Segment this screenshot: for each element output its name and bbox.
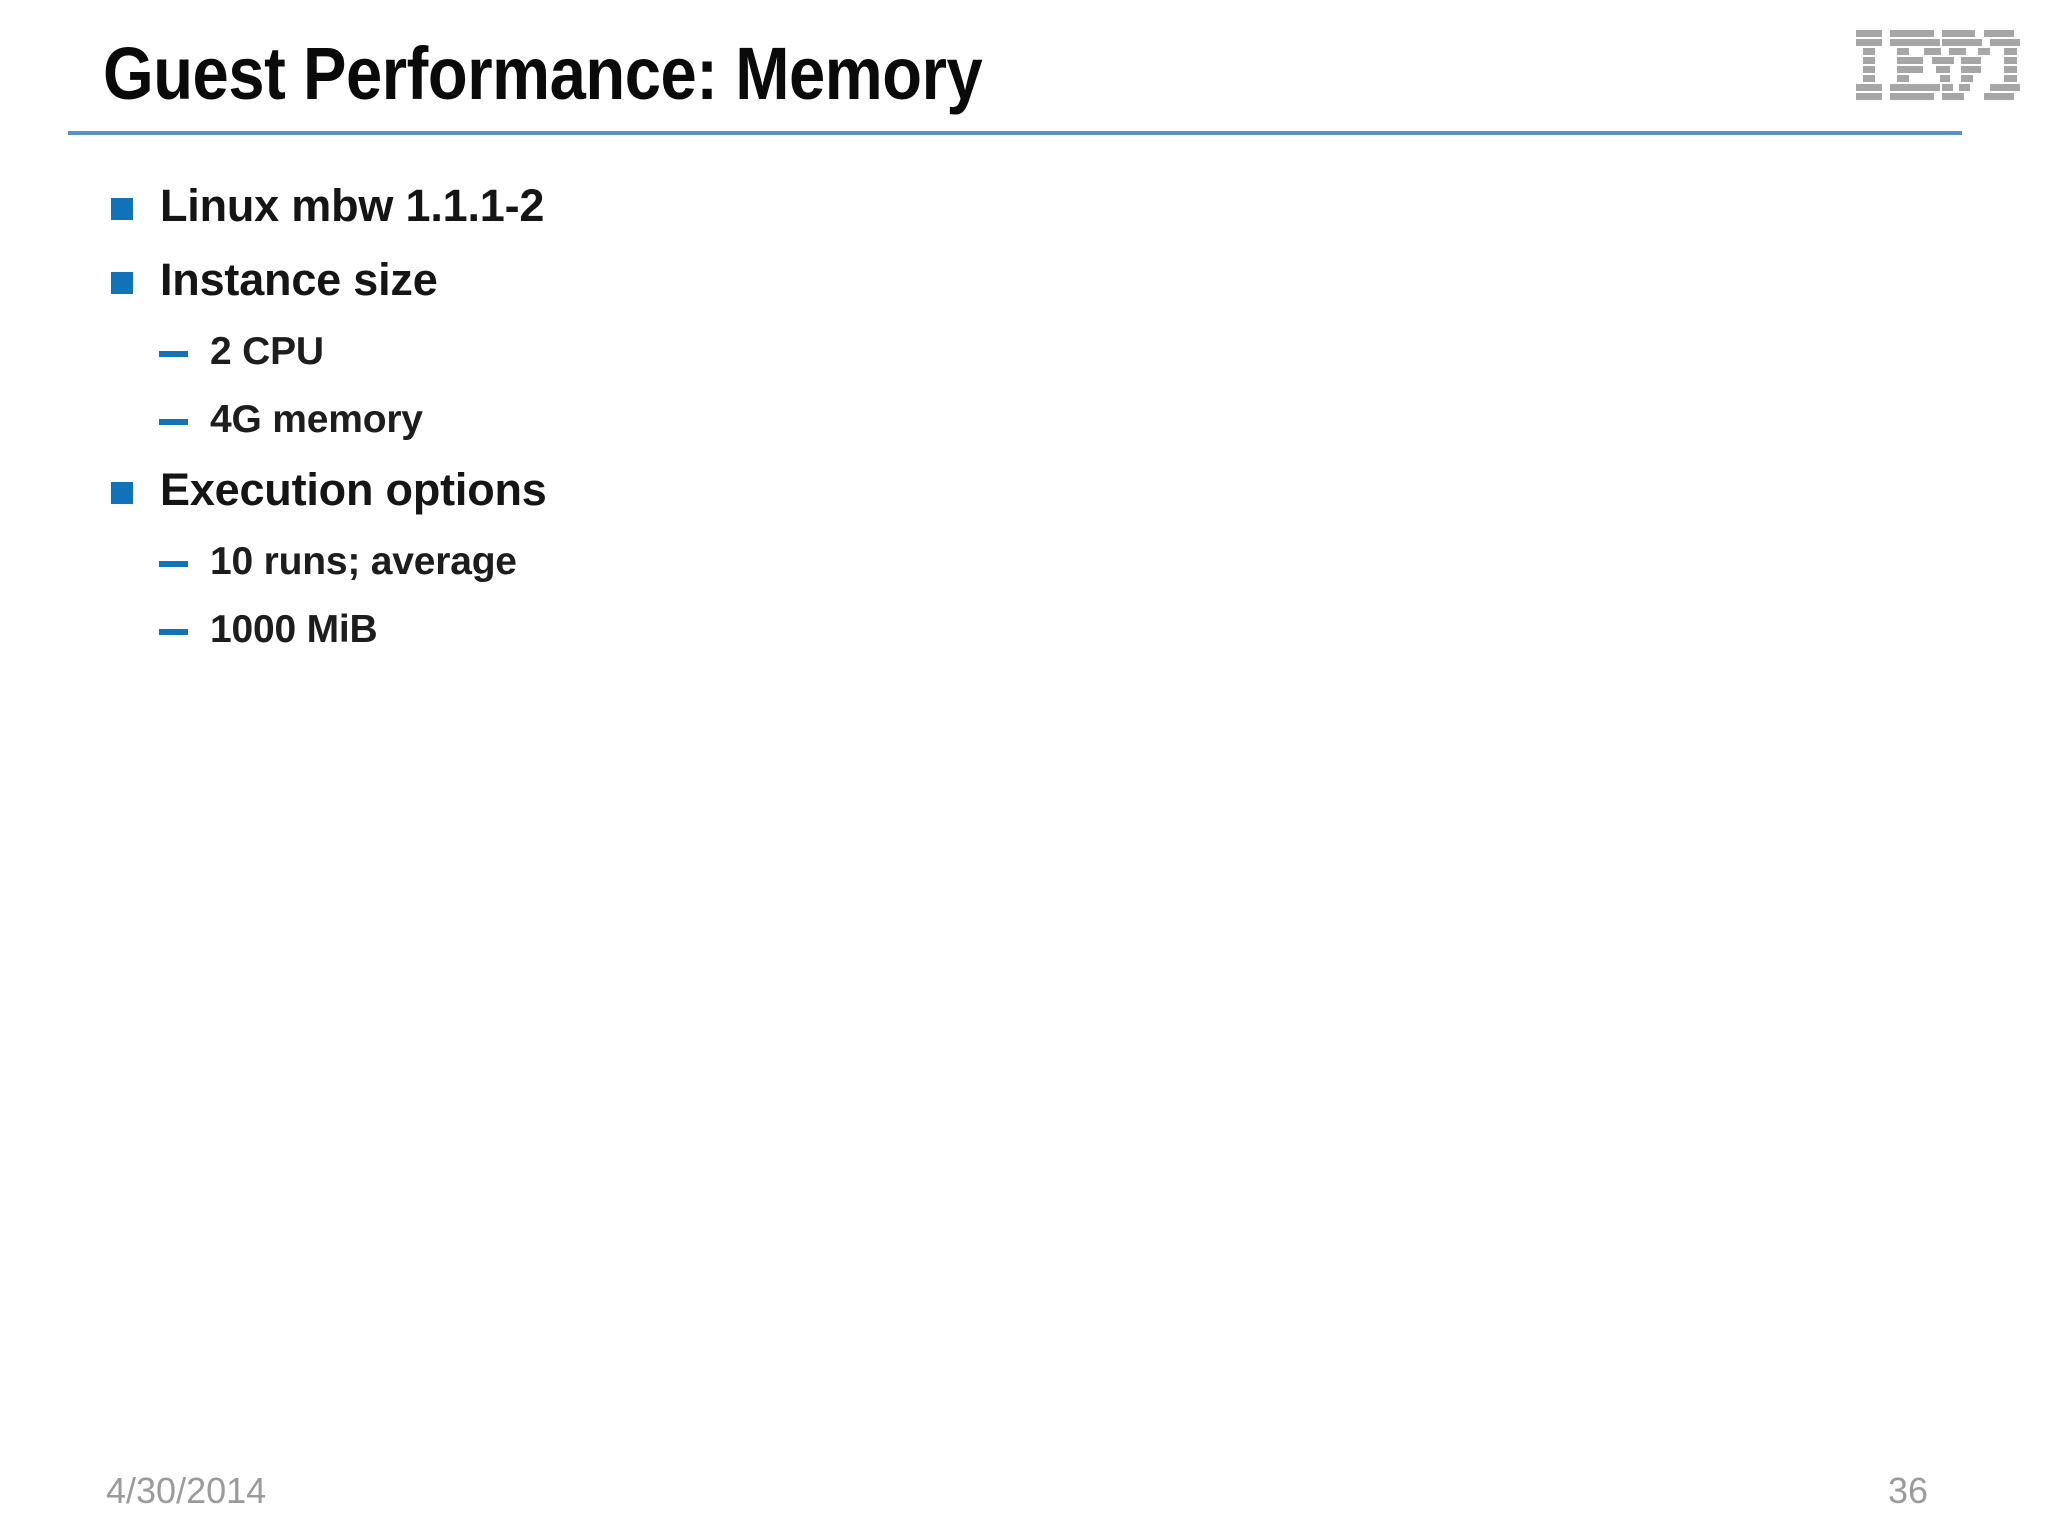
- list-item-label: 2 CPU: [210, 330, 324, 373]
- dash-bullet-icon: [159, 351, 188, 357]
- square-bullet-icon: [111, 198, 133, 220]
- list-item: Instance size: [0, 250, 2048, 324]
- list-item-label: 1000 MiB: [210, 608, 378, 651]
- list-item: 2 CPU: [0, 324, 2048, 392]
- list-item: Execution options: [0, 460, 2048, 534]
- ibm-logo: [1856, 30, 2032, 102]
- dash-bullet-icon: [159, 419, 188, 425]
- footer-page-number: 36: [1888, 1470, 1929, 1511]
- square-bullet-icon: [111, 482, 133, 504]
- slide-body: Linux mbw 1.1.1-2 Instance size 2 CPU 4G…: [0, 176, 2048, 670]
- list-item: Linux mbw 1.1.1-2: [0, 176, 2048, 250]
- list-item: 4G memory: [0, 392, 2048, 460]
- square-bullet-icon: [111, 272, 133, 294]
- dash-bullet-icon: [159, 629, 188, 635]
- footer-date: 4/30/2014: [106, 1470, 267, 1511]
- title-divider-rule: [68, 131, 1962, 135]
- list-item-label: 4G memory: [210, 398, 423, 441]
- list-item-label: 10 runs; average: [210, 540, 517, 583]
- list-item-label: Instance size: [160, 254, 438, 305]
- list-item-label: Linux mbw 1.1.1-2: [160, 180, 545, 231]
- list-item: 10 runs; average: [0, 534, 2048, 602]
- list-item: 1000 MiB: [0, 602, 2048, 670]
- list-item-label: Execution options: [160, 464, 547, 515]
- dash-bullet-icon: [159, 561, 188, 567]
- page-title: Guest Performance: Memory: [103, 32, 983, 115]
